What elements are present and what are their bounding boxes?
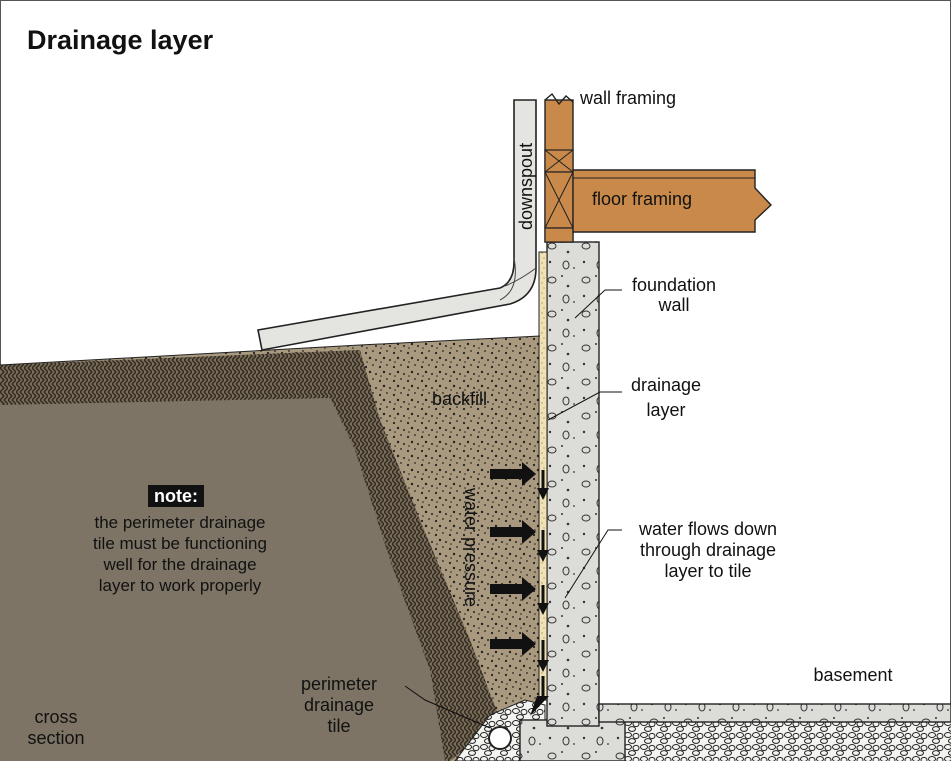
label-wall-framing: wall framing [579,88,676,108]
foundation-wall [546,241,600,727]
basement-slab [598,703,951,723]
pressure-arrow-1 [490,462,536,486]
label-perimeter-line2: drainage [304,695,374,715]
note-badge-bg [148,485,204,507]
label-floor-framing: floor framing [592,189,692,209]
label-foundation-line1: foundation [632,275,716,295]
native-soil [0,398,445,761]
floor-joist [572,169,772,233]
note-line-4: layer to work properly [99,576,262,595]
label-water-flows-line3: layer to tile [664,561,751,581]
stud-break-line [544,92,574,106]
label-perimeter-line3: tile [327,716,350,736]
pressure-arrow-3 [490,577,536,601]
pressure-arrows [490,462,536,656]
sill-cross-icon [544,149,574,173]
label-water-pressure: water pressure [461,487,481,607]
label-basement: basement [813,665,892,685]
note-line-3: well for the drainage [102,555,256,574]
label-water-flows-line1: water flows down [638,519,777,539]
bottom-plate [544,227,574,243]
downspout-elbow-line [499,257,516,301]
label-foundation-line2: wall [657,295,689,315]
note-line-1: the perimeter drainage [94,513,265,532]
rim-cross-icon [544,171,574,229]
leader-lines [404,289,622,729]
label-cross-section-line2: section [27,728,84,748]
drainage-tile-pipe [488,726,512,750]
page-title: Drainage layer [27,25,214,55]
label-backfill: backfill [432,389,487,409]
pressure-arrow-2 [490,520,536,544]
label-downspout: downspout [516,143,536,230]
label-drainage-layer-line2: layer [646,400,685,420]
note-line-2: tile must be functioning [93,534,267,553]
pressure-arrow-4 [490,632,536,656]
flow-arrows [530,470,549,716]
label-water-flows-line2: through drainage [640,540,776,560]
label-cross-section-line1: cross [34,707,77,727]
label-perimeter-line1: perimeter [301,674,377,694]
ground-surface [0,335,541,366]
note-badge: note: [154,486,198,506]
label-drainage-layer-line1: drainage [631,375,701,395]
downspout-elbow-line-2 [504,267,537,287]
